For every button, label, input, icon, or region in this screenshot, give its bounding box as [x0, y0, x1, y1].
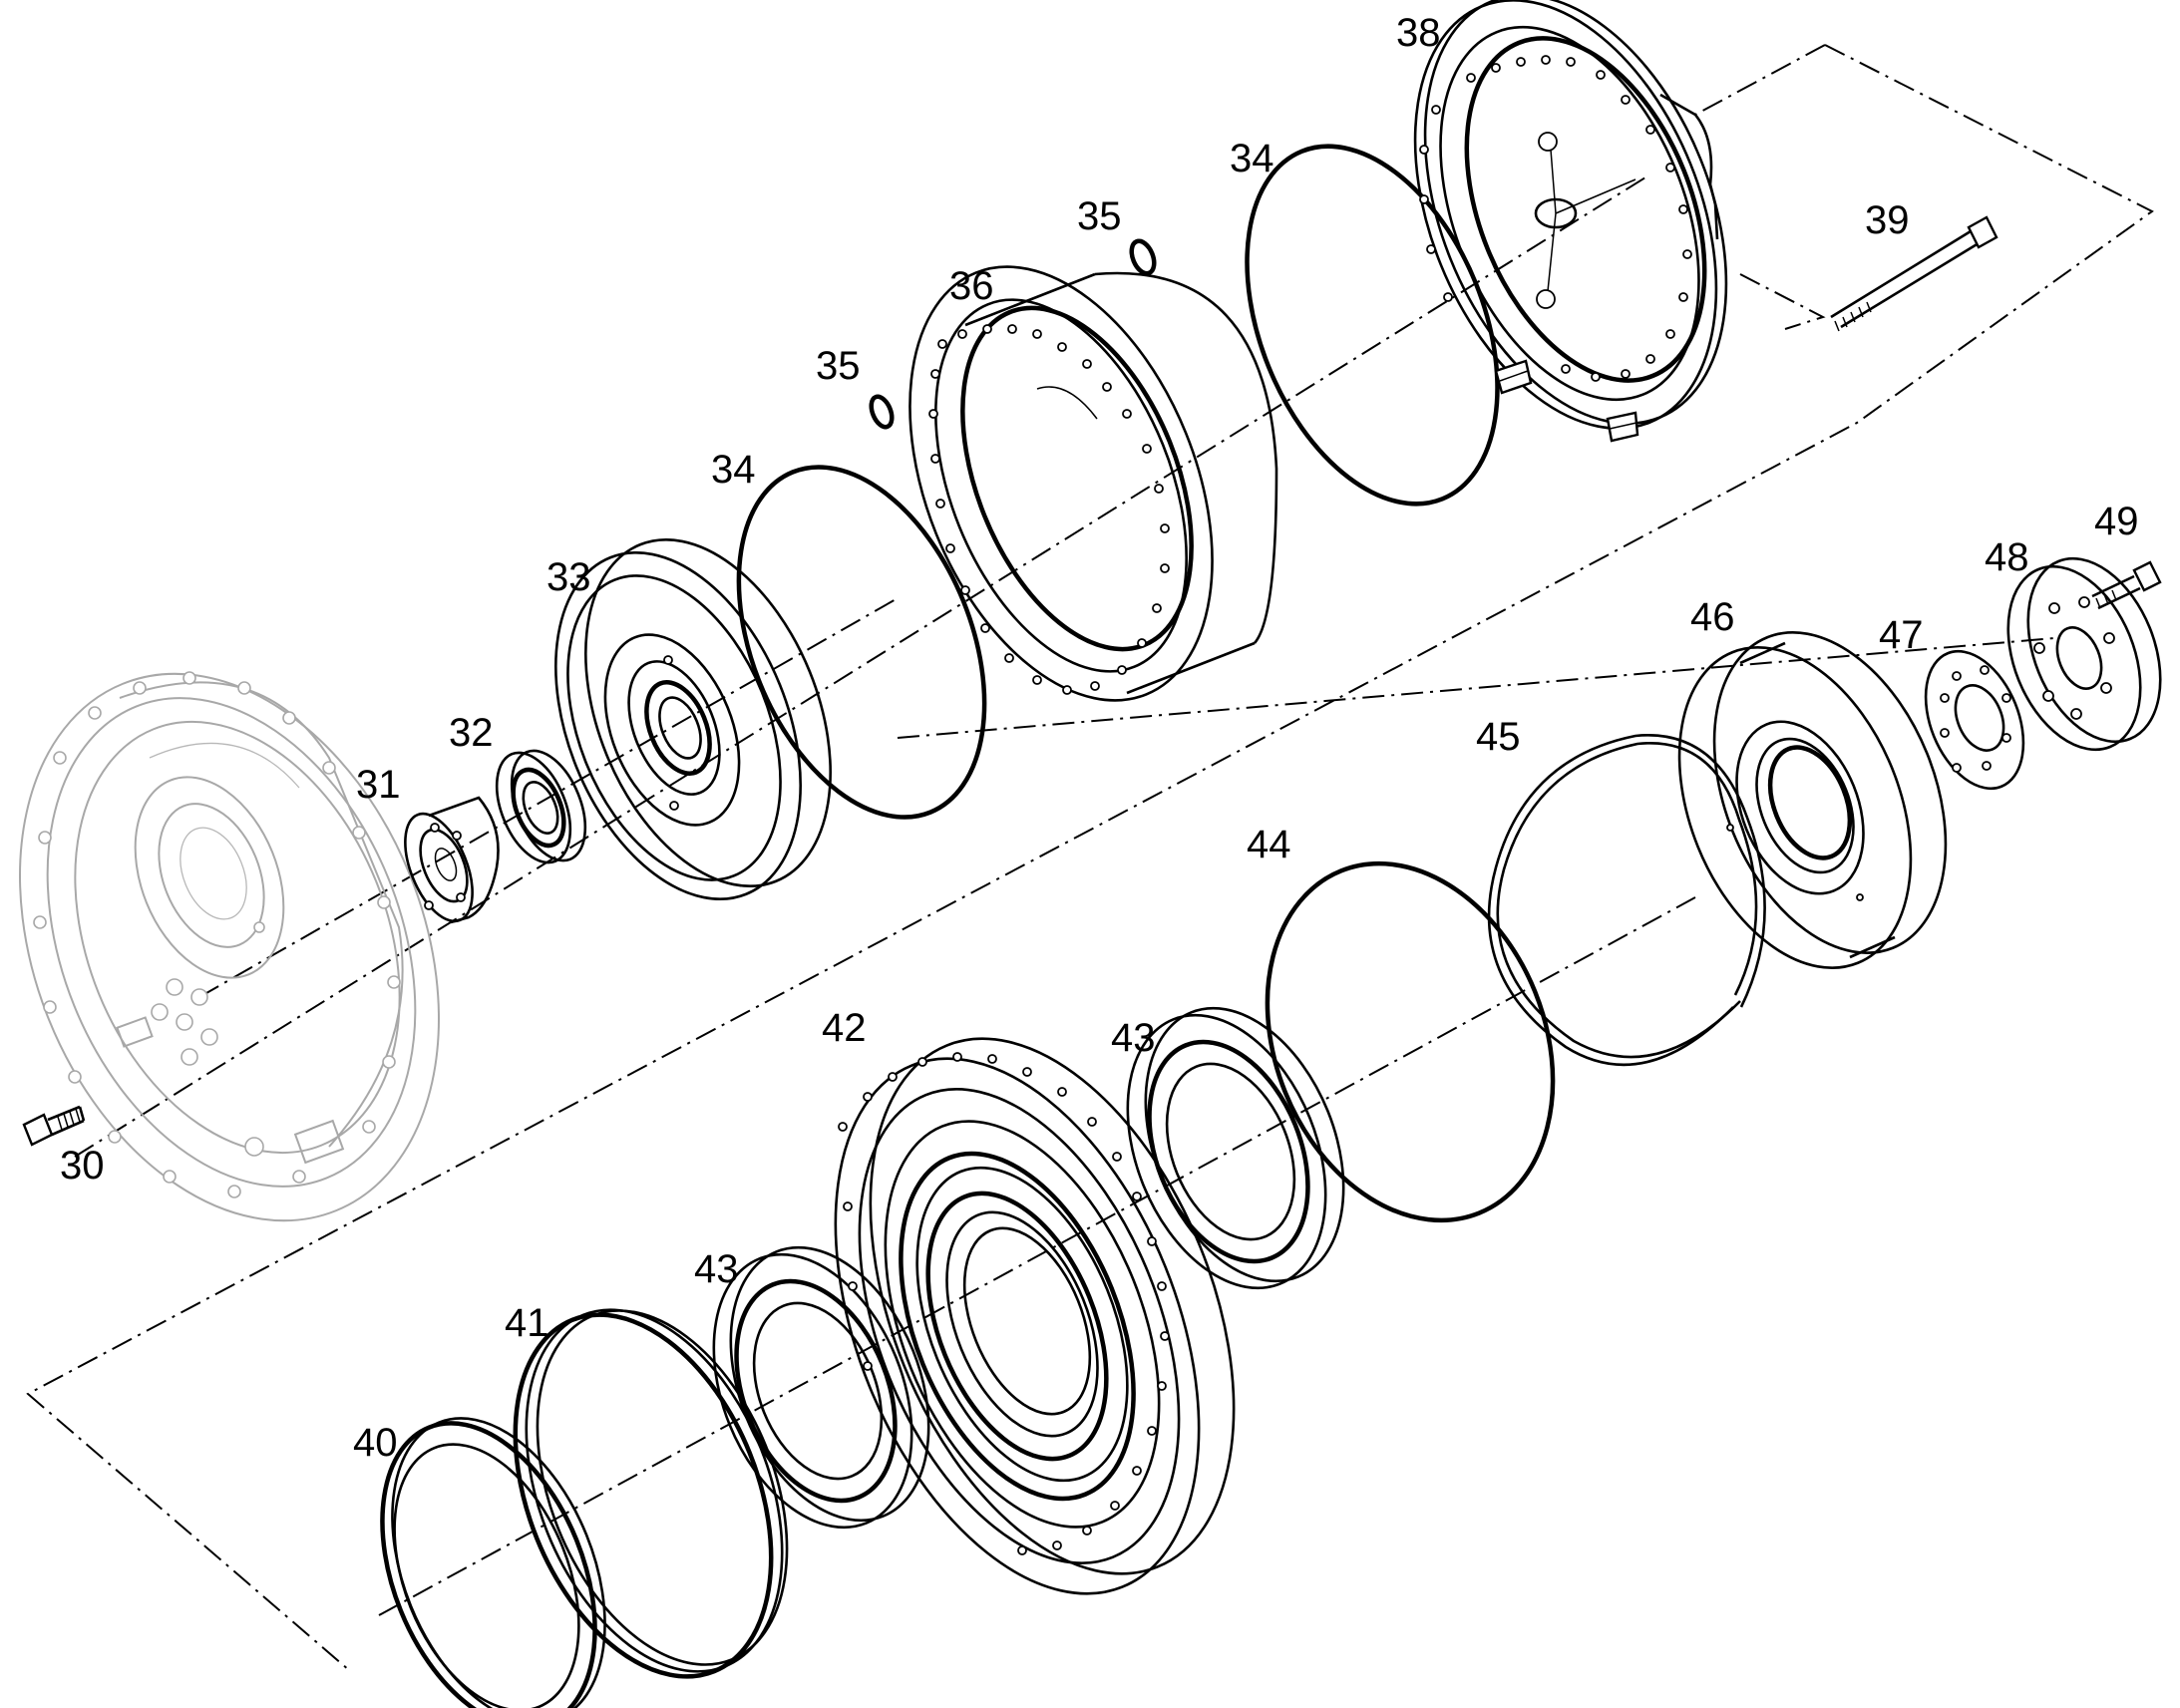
part-30-housing — [19, 671, 440, 1222]
part-31-flange-hub — [404, 796, 500, 924]
part-40-seal-ring — [380, 1417, 606, 1708]
part-39-long-bolt — [1830, 215, 1998, 332]
label-part-49: 49 — [2094, 500, 2139, 543]
label-part-38: 38 — [1396, 11, 1441, 55]
label-part-35-front: 35 — [816, 344, 861, 388]
label-part-34-front: 34 — [711, 448, 756, 492]
label-part-39: 39 — [1865, 198, 1910, 242]
part-labels: 38 34 35 39 36 35 34 49 33 48 46 47 32 4… — [60, 11, 2139, 1465]
part-49-bolt — [2091, 560, 2162, 610]
housing-bolt-holes — [33, 671, 401, 1198]
label-part-34-rear: 34 — [1230, 137, 1274, 180]
hub-42-bolt-holes — [838, 1052, 1170, 1555]
label-part-47: 47 — [1879, 613, 1924, 657]
part-48-end-plate — [2006, 556, 2162, 752]
label-part-41: 41 — [505, 1301, 549, 1345]
label-part-46: 46 — [1690, 595, 1735, 639]
label-part-35-rear: 35 — [1077, 194, 1122, 238]
cover-38-plugs — [1494, 359, 1639, 443]
part-35-small-o-ring-b — [1129, 238, 1157, 276]
part-45-snap-ring — [1487, 734, 1766, 1067]
part-38-end-cover — [1413, 0, 1728, 443]
part-42-wheel-hub — [834, 1037, 1236, 1595]
part-44-o-ring — [1265, 860, 1556, 1223]
label-part-43-front: 43 — [694, 1247, 739, 1291]
label-part-43-rear: 43 — [1111, 1016, 1156, 1060]
label-part-31: 31 — [356, 763, 401, 807]
label-part-33: 33 — [546, 555, 591, 599]
part-43-bearing-rear — [1126, 1006, 1345, 1290]
part-47-shim — [1924, 649, 2025, 791]
label-part-42: 42 — [822, 1006, 867, 1050]
part-46-pressure-plate — [1677, 631, 1948, 969]
label-part-40: 40 — [353, 1421, 398, 1465]
part-35-small-o-ring-a — [869, 394, 895, 430]
part-34-o-ring-front — [736, 465, 987, 820]
label-part-48: 48 — [1985, 535, 2029, 579]
label-part-30: 30 — [60, 1144, 105, 1188]
part-32-bearing — [495, 749, 587, 864]
label-part-45: 45 — [1476, 715, 1521, 759]
assembly-boundary-lines — [26, 44, 2154, 1671]
label-part-44: 44 — [1247, 823, 1291, 866]
label-part-36: 36 — [949, 264, 994, 308]
cover-38-bolt-holes — [1419, 55, 1692, 382]
housing-36-bolt-holes — [928, 324, 1170, 695]
label-part-32: 32 — [449, 711, 494, 755]
part-30-bolt — [22, 1105, 86, 1147]
part-36-ring-gear-housing — [908, 265, 1278, 702]
part-43-bearing-front — [712, 1245, 930, 1530]
